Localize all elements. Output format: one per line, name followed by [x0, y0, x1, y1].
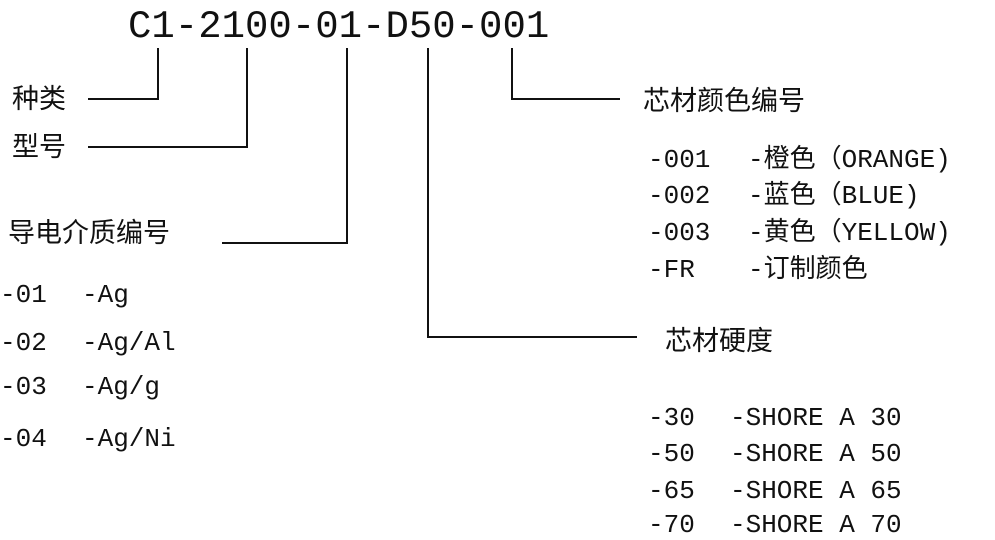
conductive-code-04: -04 [0, 424, 47, 454]
hardness-code-50: -50 [648, 439, 695, 469]
hardness-code-30: -30 [648, 403, 695, 433]
color-value-fr: -订制颜色 [748, 255, 868, 285]
conductive-value-03: -Ag/g [82, 372, 161, 402]
leader-color [511, 48, 620, 100]
hardness-value-65: -SHORE A 65 [730, 476, 902, 506]
label-category: 种类 [12, 84, 66, 115]
part-code: C1-2100-01-D50-001 [128, 5, 550, 49]
hardness-value-70: -SHORE A 70 [730, 510, 902, 540]
color-code-001: -001 [648, 145, 711, 175]
hardness-code-65: -65 [648, 476, 695, 506]
label-conductive-medium: 导电介质编号 [8, 218, 170, 249]
hardness-value-30: -SHORE A 30 [730, 403, 902, 433]
conductive-value-02: -Ag/Al [82, 328, 176, 358]
label-core-hardness: 芯材硬度 [665, 326, 773, 357]
conductive-code-02: -02 [0, 328, 47, 358]
color-code-fr: -FR [648, 255, 695, 285]
conductive-code-03: -03 [0, 372, 47, 402]
hardness-value-50: -SHORE A 50 [730, 439, 902, 469]
label-model: 型号 [12, 132, 66, 163]
label-core-color: 芯材颜色编号 [643, 86, 805, 117]
conductive-value-04: -Ag/Ni [82, 424, 176, 454]
leader-conductive [222, 48, 348, 244]
leader-category [88, 48, 159, 100]
color-code-003: -003 [648, 218, 711, 248]
color-value-001: -橙色（ORANGE) [748, 145, 951, 175]
color-value-002: -蓝色（BLUE) [748, 181, 920, 211]
leader-model [88, 48, 248, 148]
conductive-code-01: -01 [0, 280, 47, 310]
conductive-value-01: -Ag [82, 280, 129, 310]
hardness-code-70: -70 [648, 510, 695, 540]
leader-hardness [427, 48, 637, 338]
color-code-002: -002 [648, 181, 711, 211]
color-value-003: -黄色（YELLOW) [748, 218, 951, 248]
